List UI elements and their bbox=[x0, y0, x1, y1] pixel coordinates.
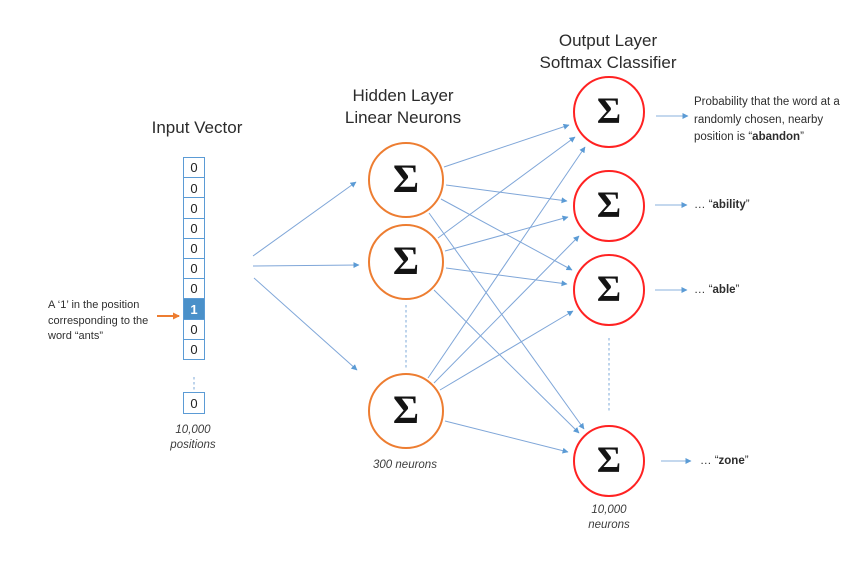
input-vector-caption: 10,000 positions bbox=[153, 423, 233, 452]
output-neuron-2: Σ bbox=[573, 170, 645, 242]
output-label-ability: … “ability” bbox=[694, 199, 750, 211]
vector-cell: 0 bbox=[183, 217, 205, 240]
vector-cell: 0 bbox=[183, 237, 205, 260]
one-hot-cell: 1 bbox=[183, 298, 205, 320]
annotation-line: word “ants” bbox=[48, 330, 104, 342]
vector-cell: 0 bbox=[183, 177, 205, 199]
sigma-symbol: Σ bbox=[596, 184, 622, 226]
input-vector: 0 0 0 0 0 0 0 1 0 0 bbox=[183, 157, 205, 361]
prob-line: randomly chosen, nearby bbox=[694, 113, 824, 126]
output-layer-caption: 10,000 neurons bbox=[568, 503, 650, 532]
vector-tail-cell: 0 bbox=[183, 392, 205, 414]
annotation-line: corresponding to the bbox=[48, 314, 149, 327]
output-label-zone: … “zone” bbox=[700, 455, 749, 467]
output-layer-title-line1: Output Layer bbox=[558, 31, 658, 50]
sigma-symbol: Σ bbox=[596, 268, 622, 310]
output-neuron-4: Σ bbox=[573, 425, 645, 497]
target-word: zone bbox=[718, 455, 745, 467]
sigma-symbol: Σ bbox=[392, 238, 420, 283]
target-word: able bbox=[712, 284, 736, 296]
output-layer-title-line2: Softmax Classifier bbox=[539, 53, 677, 72]
output-label-abandon: Probability that the word at a randomly … bbox=[694, 94, 863, 147]
vector-cell: 0 bbox=[183, 278, 205, 300]
output-layer-title: Output Layer Softmax Classifier bbox=[508, 30, 708, 74]
output-neuron-3: Σ bbox=[573, 254, 645, 326]
vector-cell: 0 bbox=[183, 318, 205, 341]
target-word: ability bbox=[712, 199, 746, 211]
sigma-symbol: Σ bbox=[596, 439, 622, 481]
hidden-count: 300 neurons bbox=[373, 459, 437, 471]
input-vector-title: Input Vector bbox=[117, 117, 277, 139]
one-hot-annotation: A ‘1’ in the position corresponding to t… bbox=[48, 298, 166, 345]
hidden-layer-caption: 300 neurons bbox=[355, 458, 455, 473]
prob-line: position is “abandon” bbox=[694, 131, 804, 143]
output-count-unit: neurons bbox=[588, 518, 630, 531]
input-count-unit: positions bbox=[170, 438, 216, 451]
output-label-able: … “able” bbox=[694, 284, 740, 296]
hidden-neuron-3: Σ bbox=[368, 373, 444, 449]
vector-cell: 0 bbox=[183, 338, 205, 361]
annotation-line: A ‘1’ in the position bbox=[48, 299, 140, 311]
hidden-layer-title: Hidden Layer Linear Neurons bbox=[303, 85, 503, 129]
hidden-layer-title-line2: Linear Neurons bbox=[344, 108, 462, 127]
sigma-symbol: Σ bbox=[392, 156, 420, 201]
sigma-symbol: Σ bbox=[596, 90, 622, 132]
sigma-symbol: Σ bbox=[392, 387, 420, 432]
hidden-neuron-1: Σ bbox=[368, 142, 444, 218]
vector-cell: 0 bbox=[183, 197, 205, 220]
input-vector-title-text: Input Vector bbox=[151, 118, 243, 137]
hidden-neuron-2: Σ bbox=[368, 224, 444, 300]
output-count: 10,000 bbox=[591, 504, 627, 516]
prob-line: Probability that the word at a bbox=[694, 96, 840, 108]
input-count: 10,000 bbox=[175, 424, 211, 436]
target-word: abandon bbox=[752, 131, 801, 143]
hidden-layer-title-line1: Hidden Layer bbox=[352, 86, 454, 105]
vector-cell: 0 bbox=[183, 157, 205, 179]
vector-cell: 0 bbox=[183, 257, 205, 280]
output-neuron-1: Σ bbox=[573, 76, 645, 148]
